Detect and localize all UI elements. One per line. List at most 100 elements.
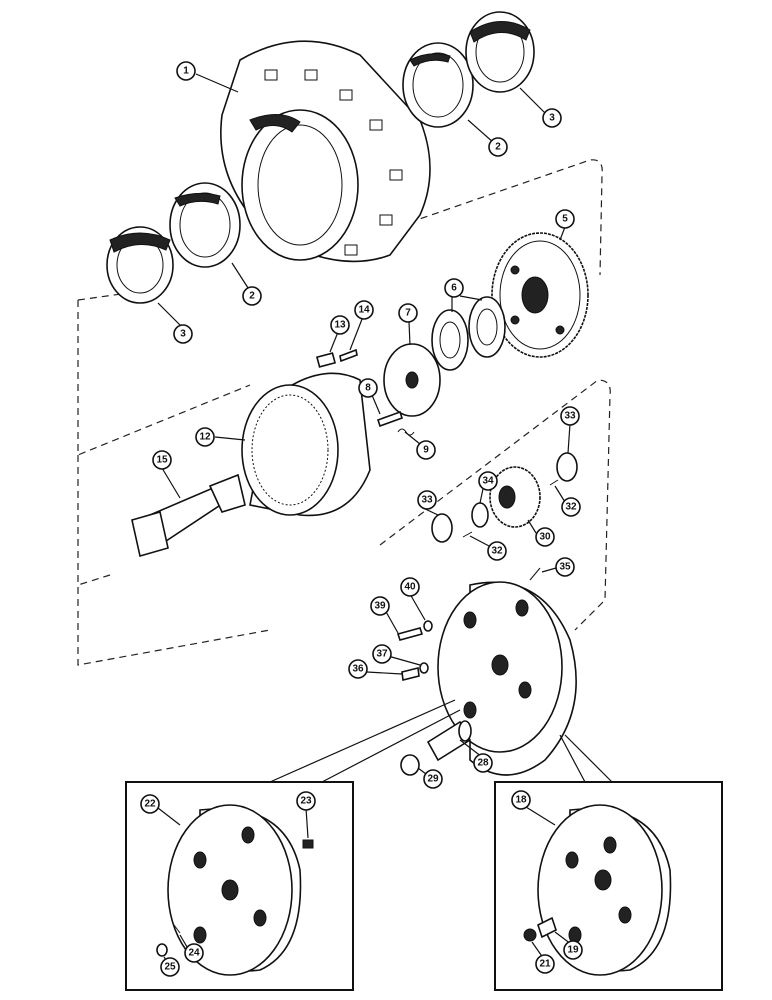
svg-text:35: 35 (559, 562, 571, 573)
inset-box-right (494, 781, 723, 991)
planet-gear-part (489, 466, 541, 528)
callout-37: 37 (372, 644, 392, 664)
callout-22: 22 (140, 794, 160, 814)
planet-carrier-part (437, 581, 577, 776)
svg-text:29: 29 (427, 774, 439, 785)
callout-21: 21 (535, 954, 555, 974)
callout-13: 13 (330, 315, 350, 335)
callout-2-lower: 2 (242, 286, 262, 306)
carrier-variant-a-part (167, 804, 302, 976)
sun-gear-shaft-part (131, 473, 246, 558)
callout-7: 7 (398, 303, 418, 323)
callout-25: 25 (160, 957, 180, 977)
svg-text:3: 3 (180, 329, 186, 340)
callout-23: 23 (296, 791, 316, 811)
svg-text:3: 3 (549, 113, 555, 124)
svg-text:1: 1 (183, 66, 189, 77)
gear-plate-part (491, 232, 589, 358)
callout-33-upper: 33 (560, 406, 580, 426)
svg-text:39: 39 (374, 601, 386, 612)
thrust-washer-outer-part (431, 452, 578, 543)
bearing-cone-lower-part (106, 226, 174, 304)
callout-36: 36 (348, 659, 368, 679)
svg-text:12: 12 (199, 432, 211, 443)
carrier-variant-b-part (537, 804, 672, 976)
stud-19-part (537, 916, 557, 939)
callout-30: 30 (535, 527, 555, 547)
hub-housing-part (220, 40, 431, 263)
svg-text:18: 18 (515, 795, 527, 806)
callout-8: 8 (358, 378, 378, 398)
svg-text:15: 15 (156, 455, 168, 466)
callout-1: 1 (176, 61, 196, 81)
callout-35: 35 (555, 557, 575, 577)
thrust-washer-part (431, 296, 506, 371)
washer-34-part (471, 502, 489, 528)
callout-32-lower: 32 (487, 541, 507, 561)
carrier-bolt-part (396, 620, 433, 641)
svg-text:19: 19 (567, 945, 579, 956)
inset-connector-lines (269, 699, 613, 783)
svg-text:40: 40 (404, 582, 416, 593)
ring-gear-part (241, 372, 371, 517)
svg-text:14: 14 (358, 305, 370, 316)
svg-text:8: 8 (365, 383, 371, 394)
callout-15: 15 (152, 450, 172, 470)
callout-2-upper: 2 (488, 137, 508, 157)
plug-25-part (156, 943, 168, 957)
svg-text:9: 9 (423, 445, 429, 456)
svg-text:22: 22 (144, 799, 156, 810)
callout-40: 40 (400, 577, 420, 597)
svg-text:7: 7 (405, 308, 411, 319)
planet-pin-part (426, 720, 472, 762)
callout-9: 9 (416, 440, 436, 460)
spring-pin-part (397, 428, 415, 436)
bearing-cone-upper-part (465, 11, 535, 93)
inset-box-left (125, 781, 354, 991)
svg-text:28: 28 (477, 758, 489, 769)
callout-34: 34 (478, 471, 498, 491)
svg-text:32: 32 (565, 502, 577, 513)
svg-text:33: 33 (564, 411, 576, 422)
svg-text:2: 2 (249, 291, 255, 302)
svg-text:2: 2 (495, 142, 501, 153)
callout-28: 28 (473, 753, 493, 773)
svg-text:24: 24 (188, 948, 200, 959)
callout-29: 29 (423, 769, 443, 789)
callout-19: 19 (563, 940, 583, 960)
bearing-cup-lower-part (169, 182, 241, 268)
callout-6: 6 (444, 278, 464, 298)
dashed-group-lower (77, 379, 611, 666)
lock-plate-part (315, 352, 337, 368)
callout-14: 14 (354, 300, 374, 320)
cap-screw-part (339, 348, 358, 363)
pin-24-part (173, 924, 181, 934)
svg-text:13: 13 (334, 320, 346, 331)
callout-12: 12 (195, 427, 215, 447)
plug-part (401, 662, 429, 681)
svg-text:34: 34 (482, 476, 494, 487)
nut-21-part (523, 928, 537, 942)
callout-18: 18 (511, 790, 531, 810)
svg-text:32: 32 (491, 546, 503, 557)
svg-text:23: 23 (300, 796, 312, 807)
retainer-plate-part (383, 343, 441, 417)
fill-plug-23-part (302, 839, 314, 849)
svg-text:33: 33 (421, 495, 433, 506)
svg-text:30: 30 (539, 532, 551, 543)
bolt-part (376, 410, 404, 428)
o-ring-part (400, 754, 420, 776)
svg-text:25: 25 (164, 962, 176, 973)
svg-text:36: 36 (352, 664, 364, 675)
svg-text:5: 5 (562, 214, 568, 225)
callout-3-upper: 3 (542, 108, 562, 128)
svg-text:6: 6 (451, 283, 457, 294)
callout-5: 5 (555, 209, 575, 229)
callout-24: 24 (184, 943, 204, 963)
bearing-cup-upper-part (402, 42, 474, 128)
svg-text:37: 37 (376, 649, 388, 660)
callout-39: 39 (370, 596, 390, 616)
callout-32-upper: 32 (561, 497, 581, 517)
callout-33-lower: 33 (417, 490, 437, 510)
